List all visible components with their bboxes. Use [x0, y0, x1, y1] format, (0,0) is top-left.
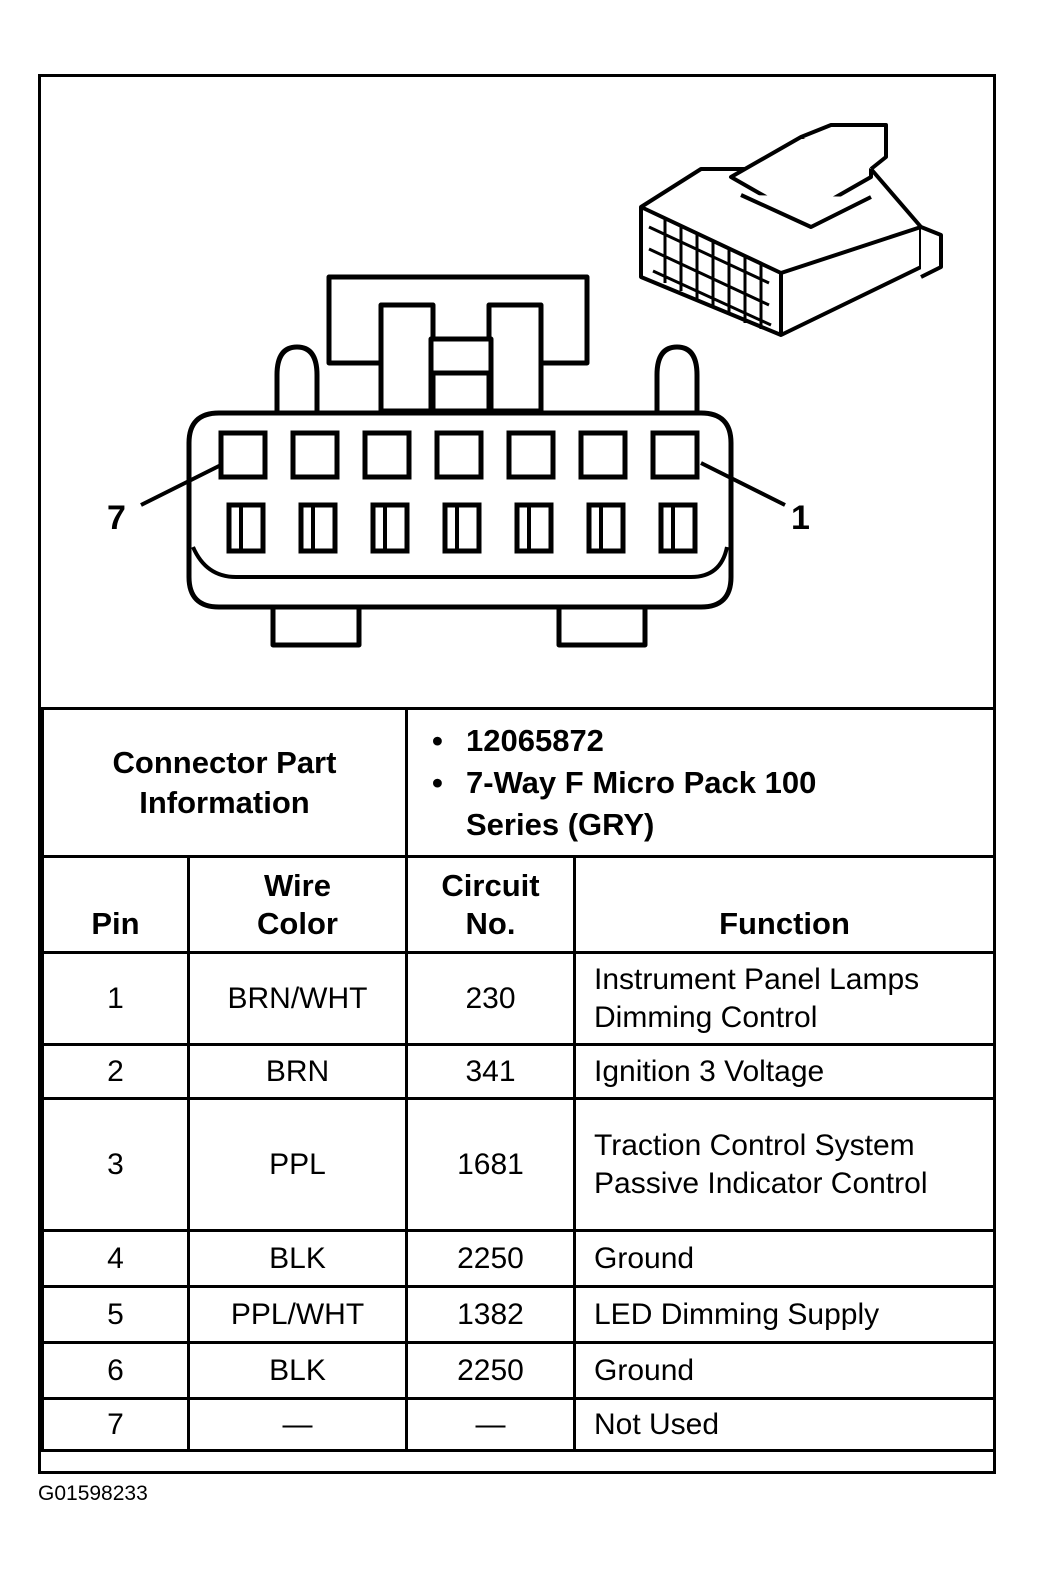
latch-stem-right	[486, 302, 544, 414]
connector-drawing: 7 1	[107, 123, 943, 648]
lower-cavity	[586, 502, 626, 554]
cell-function: Instrument Panel Lamps Dimming Control	[573, 951, 996, 1046]
cell-wire-color: BLK	[187, 1341, 408, 1400]
connector-description-text: 7-Way F Micro Pack 100 Series (GRY)	[466, 764, 817, 842]
lower-cavity	[442, 502, 482, 554]
header-function: Function	[573, 855, 996, 954]
cell-circuit: 1382	[405, 1285, 576, 1344]
part-number-text: 12065872	[466, 722, 604, 758]
upper-cavity	[650, 430, 700, 480]
table-row: 7——Not Used	[41, 1397, 996, 1452]
bullet-icon: •	[432, 764, 443, 800]
header-wire-color: Wire Color	[187, 855, 408, 954]
upper-cavity	[578, 430, 628, 480]
upper-cavity	[218, 430, 268, 480]
header-row: Pin Wire Color Circuit No. Function	[41, 855, 996, 954]
upper-cavity	[362, 430, 412, 480]
pin-label-7: 7	[107, 499, 126, 537]
connector-info-label-text: Connector Part Information	[112, 744, 337, 820]
cell-wire-color: PPL	[187, 1097, 408, 1232]
figure-id: G01598233	[38, 1482, 148, 1505]
cell-function: Not Used	[573, 1397, 996, 1452]
header-circuit-no: Circuit No.	[405, 855, 576, 954]
cell-pin: 4	[41, 1229, 190, 1288]
pin-label-1: 1	[791, 499, 810, 537]
cell-circuit: 2250	[405, 1341, 576, 1400]
lower-cavity	[226, 502, 266, 554]
diagram-frame: 7 1 Connector Part Information	[38, 74, 996, 1474]
cell-function: Ground	[573, 1229, 996, 1288]
cell-circuit: —	[405, 1397, 576, 1452]
cell-function: Ground	[573, 1341, 996, 1400]
cell-circuit: 341	[405, 1043, 576, 1100]
pinout-table: Connector Part Information • 12065872 • …	[41, 707, 996, 1452]
upper-cavity	[506, 430, 556, 480]
header-wire-color-text: Wire Color	[257, 868, 338, 941]
cell-wire-color: BRN/WHT	[187, 951, 408, 1046]
cell-wire-color: BLK	[187, 1229, 408, 1288]
latch-stem-left	[378, 302, 436, 414]
post-right	[654, 344, 700, 420]
lower-cavity	[514, 502, 554, 554]
post-left	[274, 344, 320, 420]
header-pin: Pin	[41, 855, 190, 954]
header-circuit-no-text: Circuit No.	[441, 868, 540, 941]
cell-function: Ignition 3 Voltage	[573, 1043, 996, 1100]
cell-wire-color: —	[187, 1397, 408, 1452]
connector-info-row: Connector Part Information • 12065872 • …	[41, 707, 996, 858]
cell-pin: 6	[41, 1341, 190, 1400]
connector-isometric	[639, 123, 943, 337]
upper-cavity	[434, 430, 484, 480]
cell-function: LED Dimming Supply	[573, 1285, 996, 1344]
cell-pin: 5	[41, 1285, 190, 1344]
cell-wire-color: PPL/WHT	[187, 1285, 408, 1344]
latch-inner	[430, 370, 492, 414]
bullet-icon: •	[432, 722, 443, 758]
connector-info-values: • 12065872 • 7-Way F Micro Pack 100 Seri…	[405, 707, 996, 858]
cell-pin: 7	[41, 1397, 190, 1452]
connector-info-label: Connector Part Information	[41, 707, 408, 858]
lower-cavity	[298, 502, 338, 554]
part-number: • 12065872	[432, 720, 993, 762]
lower-cavity	[658, 502, 698, 554]
cell-circuit: 230	[405, 951, 576, 1046]
connector-description: • 7-Way F Micro Pack 100 Series (GRY)	[432, 762, 826, 846]
cell-wire-color: BRN	[187, 1043, 408, 1100]
cell-pin: 2	[41, 1043, 190, 1100]
cell-function: Traction Control System Passive Indicato…	[573, 1097, 996, 1232]
cell-circuit: 1681	[405, 1097, 576, 1232]
cell-circuit: 2250	[405, 1229, 576, 1288]
upper-cavity	[290, 430, 340, 480]
cell-pin: 3	[41, 1097, 190, 1232]
lower-cavity	[370, 502, 410, 554]
cell-pin: 1	[41, 951, 190, 1046]
